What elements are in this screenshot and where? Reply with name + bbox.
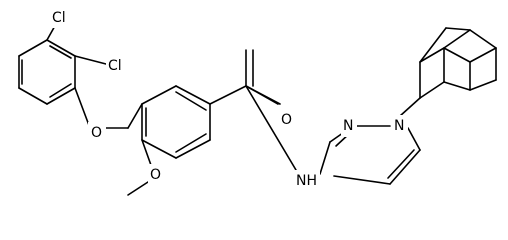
bond-18 — [141, 139, 177, 159]
label-o-carbonyl: O — [281, 112, 292, 128]
bond-17 — [175, 139, 211, 159]
bond-51 — [469, 79, 497, 91]
bond-43 — [443, 47, 471, 63]
bond-7 — [49, 83, 72, 98]
atom-n-pyrazole-1: N — [392, 115, 408, 137]
label-n-pyrazole-2: N — [343, 118, 353, 134]
bond-53 — [445, 27, 471, 31]
atom-n-amide: NH — [294, 170, 320, 192]
bond-24 — [127, 181, 149, 196]
structure-diagram: Cl Cl O O O NH N N — [18, 8, 497, 196]
atom-labels: Cl Cl O O O NH N N — [50, 8, 408, 192]
bond-6 — [49, 45, 72, 59]
bond-52 — [419, 27, 447, 63]
bond-30 — [245, 85, 297, 171]
label-n-pyrazole-1: N — [394, 118, 404, 134]
bond-15 — [175, 85, 211, 105]
bond-29 — [245, 85, 281, 105]
atom-n-pyrazole-2: N — [341, 115, 357, 137]
bond-2 — [46, 87, 76, 105]
label-cl-mid: Cl — [108, 58, 122, 74]
bond-41 — [443, 81, 471, 91]
bond-23 — [141, 139, 153, 169]
bond-47 — [469, 47, 497, 63]
bond-lines — [18, 23, 497, 196]
bond-21 — [175, 133, 207, 153]
label-n-amide: NH — [296, 173, 317, 189]
bond-25 — [209, 85, 247, 105]
bond-11 — [74, 87, 91, 129]
bond-34 — [407, 127, 421, 151]
bond-3 — [18, 87, 48, 105]
atom-cl-top: Cl — [50, 8, 74, 28]
label-o-methoxy: O — [150, 167, 161, 183]
bond-38 — [387, 149, 415, 179]
atom-o-carbonyl: O — [278, 109, 296, 131]
atom-o-methoxy: O — [148, 164, 166, 186]
bond-10 — [74, 55, 107, 65]
bond-5 — [18, 39, 48, 57]
bond-39 — [399, 97, 421, 117]
atom-cl-mid: Cl — [106, 56, 130, 76]
bond-13 — [127, 103, 143, 129]
bond-44 — [419, 47, 445, 63]
label-cl-top: Cl — [52, 10, 66, 26]
bond-0 — [46, 39, 76, 57]
bond-31 — [319, 141, 331, 175]
bond-36 — [333, 175, 391, 185]
bond-40 — [419, 81, 445, 99]
bond-20 — [175, 91, 207, 111]
bond-35 — [389, 149, 421, 185]
atom-o-ether: O — [88, 122, 106, 144]
bond-14 — [141, 85, 177, 105]
label-o-ether: O — [91, 125, 102, 141]
bond-49 — [443, 29, 471, 49]
bond-48 — [469, 29, 497, 49]
